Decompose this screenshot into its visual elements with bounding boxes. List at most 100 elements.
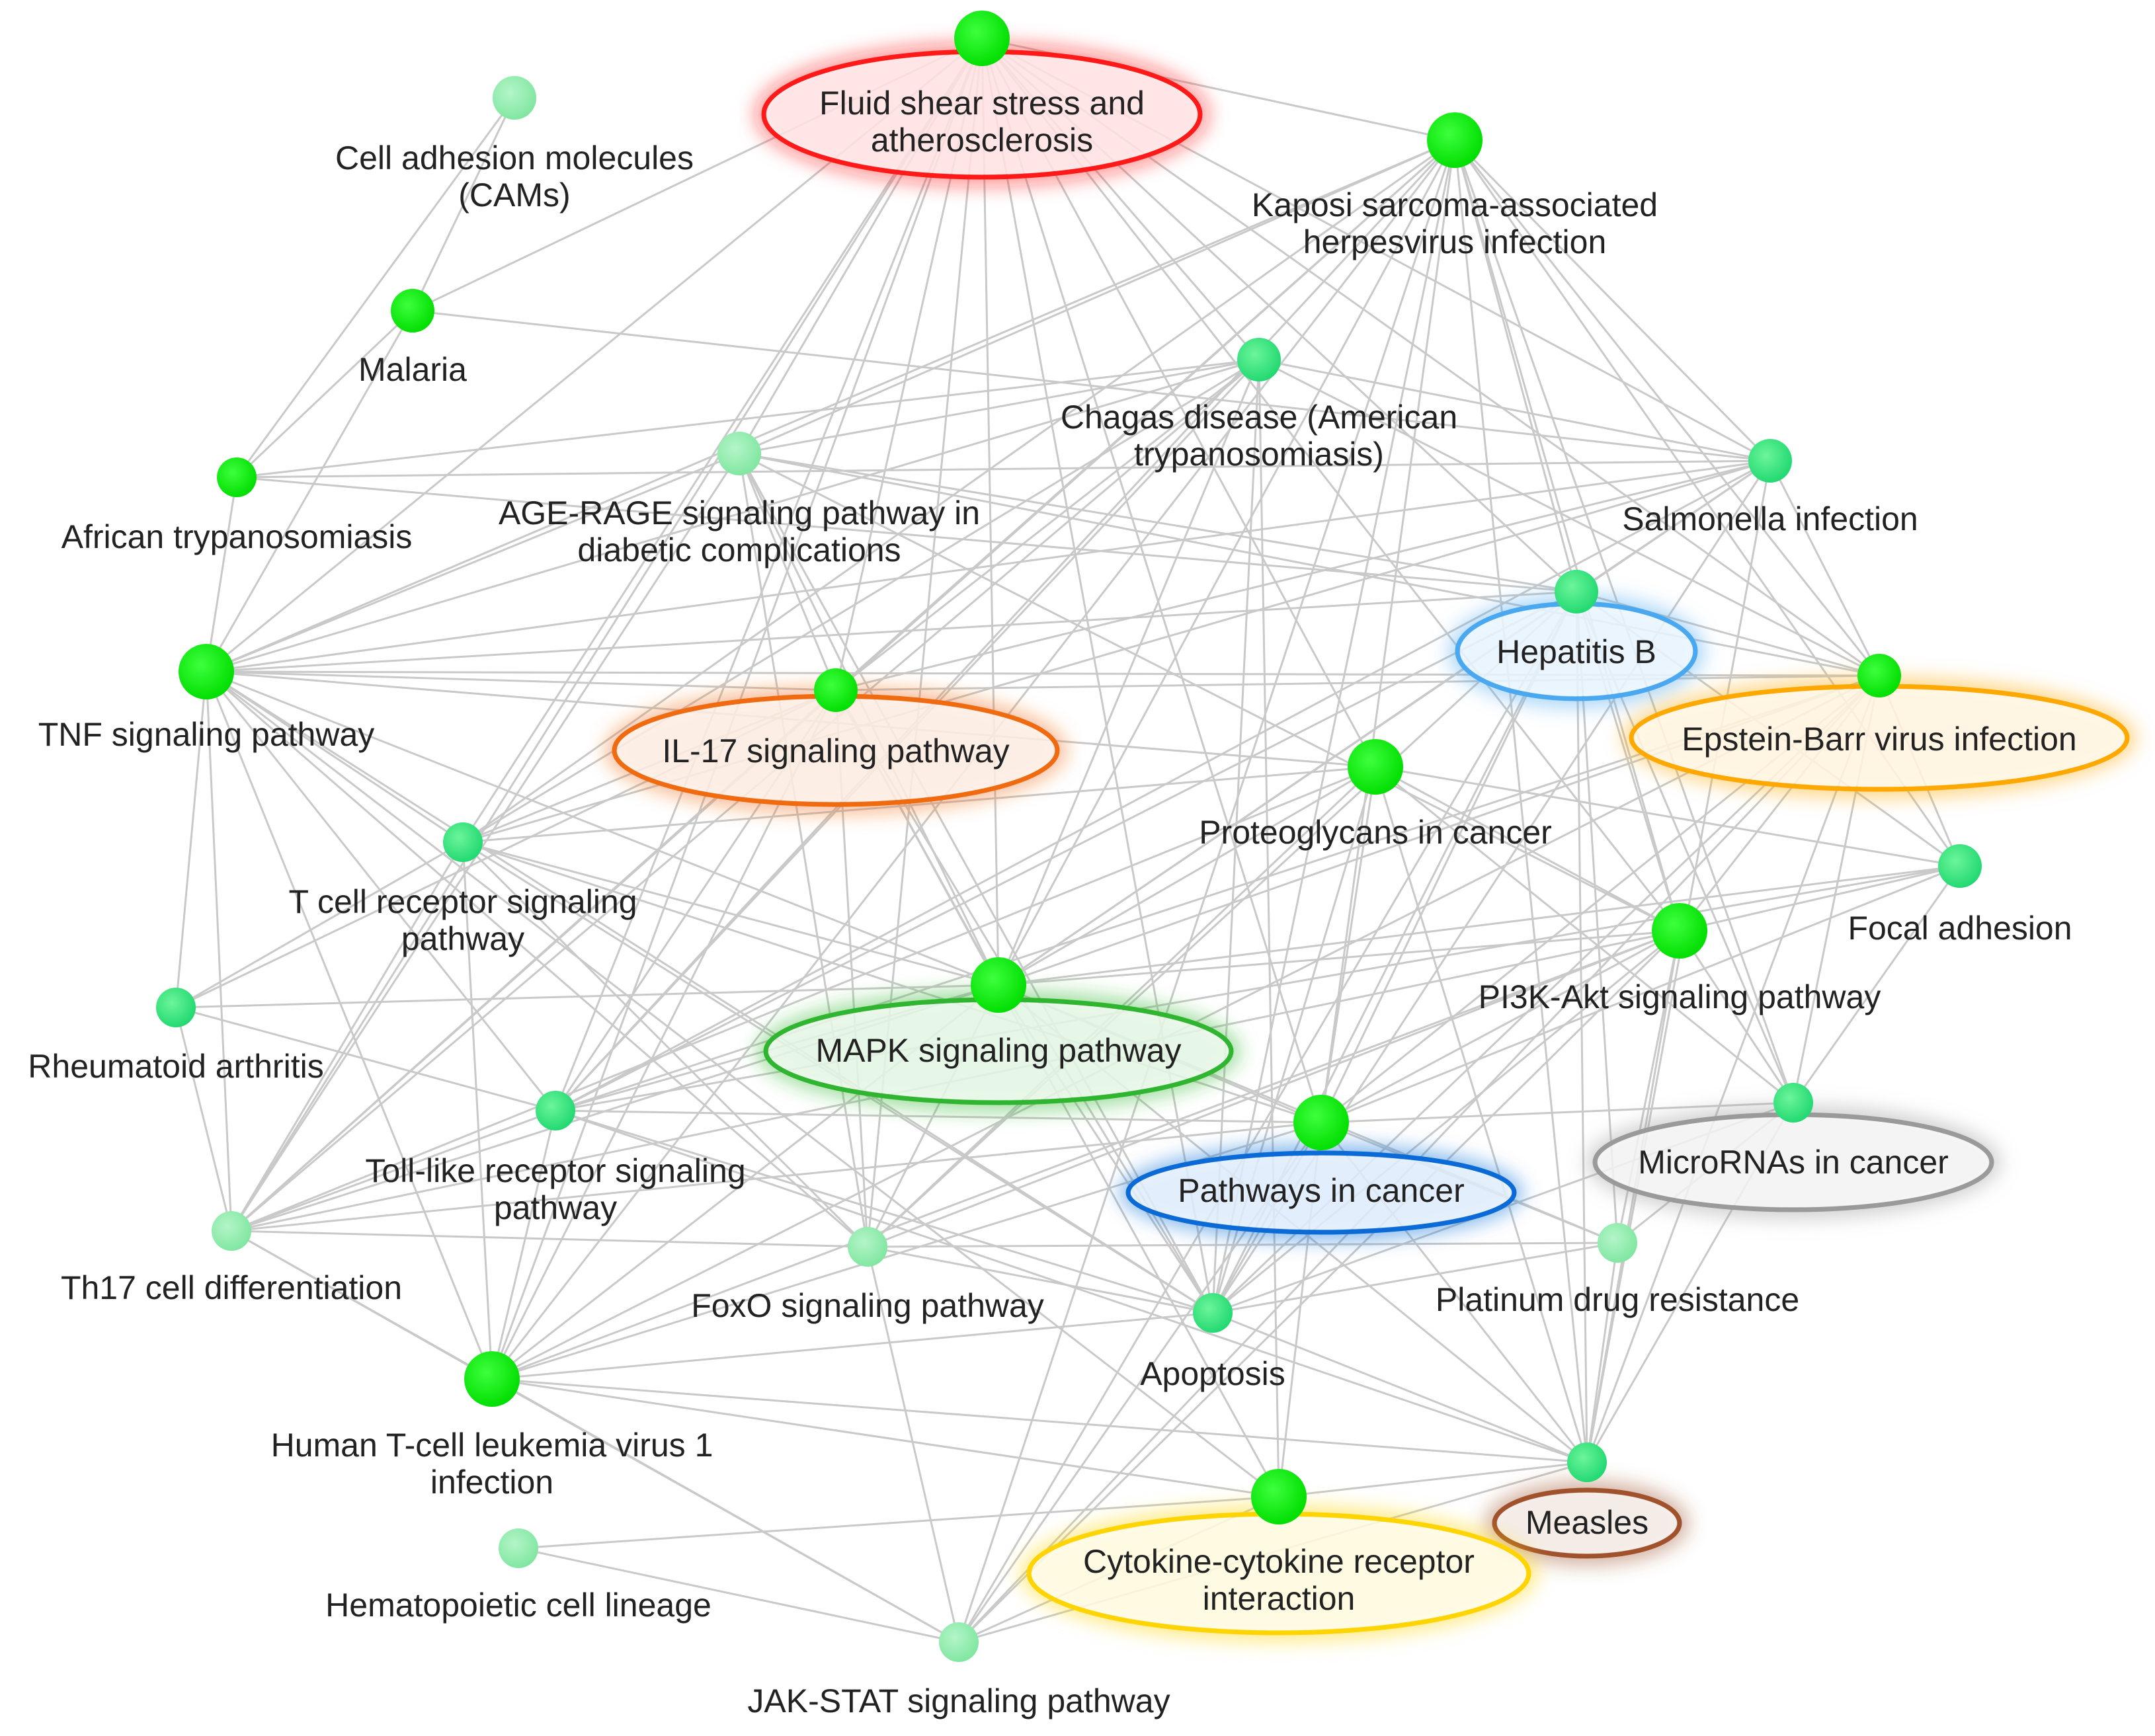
- highlight-ring-measles: [1492, 1487, 1682, 1559]
- node-mapk[interactable]: [971, 957, 1026, 1013]
- node-malaria[interactable]: [391, 289, 434, 333]
- label-line-cytokine-1: interaction: [1203, 1580, 1356, 1617]
- label-line-cytokine-0: Cytokine-cytokine receptor: [1083, 1543, 1475, 1580]
- label-mirna: MicroRNAs in cancer: [1638, 1144, 1949, 1181]
- edge-kaposi-salmonella: [1453, 139, 1771, 462]
- label-line-age-rage-0: AGE-RAGE signaling pathway in: [499, 494, 980, 532]
- highlight-fill-cancer: [1131, 1156, 1512, 1230]
- edge-platinum-measles: [1586, 1242, 1619, 1463]
- edge-kaposi-pi3k: [1453, 139, 1681, 931]
- edge-tnf-tlr: [205, 671, 557, 1111]
- node-apoptosis[interactable]: [1193, 1293, 1233, 1333]
- node-platinum[interactable]: [1598, 1223, 1637, 1263]
- label-jakstat: JAK-STAT signaling pathway: [747, 1682, 1170, 1719]
- edge-salmonella-il17: [835, 459, 1771, 691]
- label-line-ebv-0: Epstein-Barr virus infection: [1682, 721, 2076, 758]
- label-line-jakstat-0: JAK-STAT signaling pathway: [747, 1682, 1170, 1719]
- edge-salmonella-measles: [1586, 460, 1771, 1463]
- node-ebv[interactable]: [1857, 654, 1901, 697]
- edge-pi3k-jakstat: [957, 929, 1681, 1643]
- highlight-ring-cancer: [1125, 1150, 1517, 1235]
- label-line-apoptosis-0: Apoptosis: [1140, 1355, 1285, 1392]
- edge-proteoglycans-th17: [231, 766, 1376, 1232]
- node-cytokine[interactable]: [1251, 1469, 1307, 1524]
- edge-age-rage-il17: [738, 453, 837, 691]
- node-proteoglycans[interactable]: [1348, 739, 1403, 795]
- node-tlr[interactable]: [536, 1091, 575, 1130]
- node-age-rage[interactable]: [717, 432, 761, 475]
- label-line-fluid-shear-1: atherosclerosis: [871, 122, 1093, 159]
- edge-focal-pi3k: [1679, 865, 1961, 932]
- edge-tcr-th17: [230, 842, 464, 1232]
- node-htlv[interactable]: [464, 1351, 520, 1407]
- node-il17[interactable]: [814, 668, 858, 712]
- edge-platinum-apoptosis: [1212, 1242, 1618, 1314]
- node-cancer[interactable]: [1293, 1095, 1349, 1150]
- label-line-cams-1: (CAMs): [458, 177, 570, 214]
- label-line-platinum-0: Platinum drug resistance: [1436, 1281, 1799, 1318]
- node-focal[interactable]: [1938, 844, 1982, 888]
- label-line-foxo-0: FoxO signaling pathway: [691, 1287, 1044, 1324]
- node-tcr[interactable]: [443, 822, 483, 862]
- edge-apoptosis-htlv: [491, 1312, 1213, 1380]
- edge-pi3k-mapk: [998, 929, 1680, 986]
- edge-tnf-tcr: [206, 670, 464, 844]
- node-ra[interactable]: [156, 988, 196, 1027]
- edge-kaposi-jakstat: [957, 139, 1456, 1643]
- label-il17: IL-17 signaling pathway: [662, 732, 1009, 769]
- edge-tnf-cytokine: [206, 670, 1280, 1498]
- edge-th17-foxo: [231, 1230, 868, 1248]
- node-measles[interactable]: [1567, 1442, 1607, 1482]
- edge-chagas-salmonella: [1258, 358, 1771, 462]
- highlight-fill-hepatitis-b: [1460, 606, 1693, 696]
- edge-age-rage-th17: [230, 453, 741, 1232]
- edge-htlv-cytokine: [491, 1378, 1280, 1498]
- edge-fluid-shear-pi3k: [981, 38, 1681, 931]
- edge-kaposi-ebv: [1453, 139, 1881, 676]
- edge-tnf-mapk: [206, 670, 999, 986]
- label-line-th17-0: Th17 cell differentiation: [61, 1269, 402, 1306]
- edge-chagas-cytokine: [1258, 359, 1280, 1497]
- node-hepatitis-b[interactable]: [1555, 570, 1598, 613]
- node-hematopoietic[interactable]: [499, 1528, 538, 1568]
- edge-htlv-measles: [491, 1378, 1588, 1464]
- node-chagas[interactable]: [1237, 338, 1281, 381]
- label-line-proteoglycans-0: Proteoglycans in cancer: [1199, 814, 1552, 851]
- edge-tnf-th17: [205, 671, 233, 1232]
- label-line-chagas-0: Chagas disease (American: [1061, 399, 1457, 436]
- highlight-fill-mirna: [1598, 1117, 1989, 1207]
- label-platinum: Platinum drug resistance: [1436, 1281, 1799, 1318]
- node-tnf[interactable]: [179, 644, 234, 699]
- node-mirna[interactable]: [1773, 1083, 1813, 1123]
- edge-chagas-ebv: [1258, 358, 1880, 677]
- node-kaposi[interactable]: [1427, 112, 1483, 168]
- node-th17[interactable]: [212, 1211, 251, 1251]
- edge-kaposi-tnf: [206, 139, 1455, 673]
- node-cams[interactable]: [493, 76, 536, 120]
- node-foxo[interactable]: [848, 1227, 887, 1267]
- edge-african-chagas: [236, 358, 1260, 479]
- edge-pi3k-cancer: [1321, 929, 1680, 1124]
- label-focal: Focal adhesion: [1848, 910, 2072, 947]
- edge-malaria-african: [235, 309, 414, 479]
- edge-pi3k-apoptosis: [1212, 929, 1680, 1314]
- highlight-fill-measles: [1497, 1493, 1677, 1554]
- edge-th17-cancer: [231, 1121, 1322, 1232]
- node-salmonella[interactable]: [1748, 439, 1792, 483]
- edge-tnf-ra: [175, 671, 208, 1008]
- edge-malaria-salmonella: [412, 309, 1771, 462]
- edge-age-rage-pi3k: [739, 452, 1680, 932]
- edge-ra-mapk: [175, 984, 999, 1009]
- label-cancer: Pathways in cancer: [1178, 1172, 1465, 1209]
- label-line-tlr-1: pathway: [494, 1189, 617, 1226]
- node-fluid-shear[interactable]: [954, 11, 1010, 66]
- label-ra: Rheumatoid arthritis: [28, 1048, 323, 1085]
- node-jakstat[interactable]: [939, 1622, 979, 1662]
- node-pi3k[interactable]: [1652, 903, 1707, 959]
- label-salmonella: Salmonella infection: [1622, 500, 1918, 537]
- node-african[interactable]: [217, 457, 257, 497]
